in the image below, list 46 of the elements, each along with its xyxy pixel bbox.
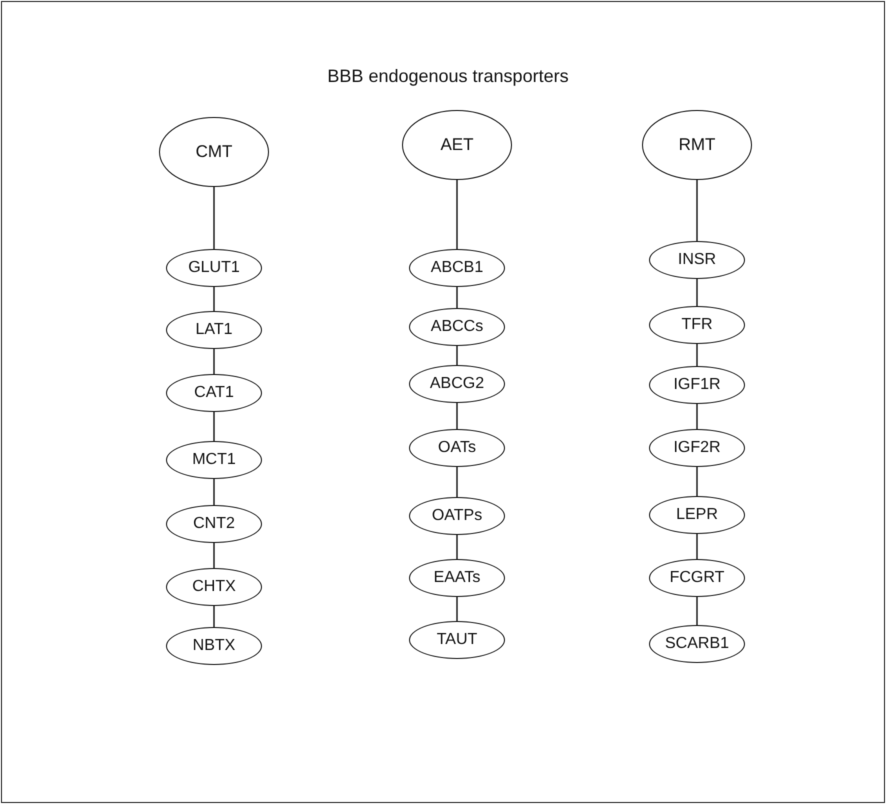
node-label: AET [440, 135, 474, 155]
diagram-title: BBB endogenous transporters [326, 66, 570, 87]
node-label: INSR [678, 251, 716, 269]
connector-line [213, 349, 215, 374]
node-label: OATs [438, 439, 476, 457]
connector-line [456, 287, 458, 308]
connector-line [213, 543, 215, 568]
node-label: ABCB1 [430, 259, 484, 277]
node-label: MCT1 [192, 451, 236, 469]
node-label: IGF1R [673, 376, 721, 394]
connector-line [456, 467, 458, 497]
connector-line [696, 180, 698, 241]
node-label: IGF2R [673, 439, 721, 457]
connector-line [213, 606, 215, 627]
node-label: FCGRT [670, 569, 724, 587]
connector-line [696, 467, 698, 496]
connector-line [696, 534, 698, 559]
node-label: RMT [678, 135, 716, 155]
connector-line [696, 279, 698, 306]
connector-line [456, 403, 458, 429]
node-label: CMT [196, 142, 232, 162]
connector-line [456, 597, 458, 621]
node-label: ABCCs [430, 318, 484, 336]
node-label: CHTX [192, 578, 236, 596]
connector-line [696, 344, 698, 366]
node-label: OATPs [432, 507, 482, 525]
connector-line [456, 535, 458, 559]
node-label: CNT2 [193, 515, 235, 533]
connector-line [696, 597, 698, 625]
node-label: ABCG2 [430, 375, 484, 393]
node-label: GLUT1 [188, 259, 240, 277]
node-label: TFR [681, 316, 713, 334]
connector-line [456, 180, 458, 249]
node-label: EAATs [434, 569, 480, 587]
node-label: CAT1 [194, 384, 234, 402]
node-label: TAUT [436, 631, 478, 649]
connector-line [456, 346, 458, 365]
connector-line [213, 412, 215, 441]
node-label: LEPR [676, 506, 718, 524]
node-label: SCARB1 [664, 635, 730, 653]
node-label: LAT1 [195, 321, 233, 339]
node-label: NBTX [192, 637, 236, 655]
connector-line [696, 404, 698, 429]
connector-line [213, 187, 215, 249]
connector-line [213, 287, 215, 311]
connector-line [213, 479, 215, 505]
